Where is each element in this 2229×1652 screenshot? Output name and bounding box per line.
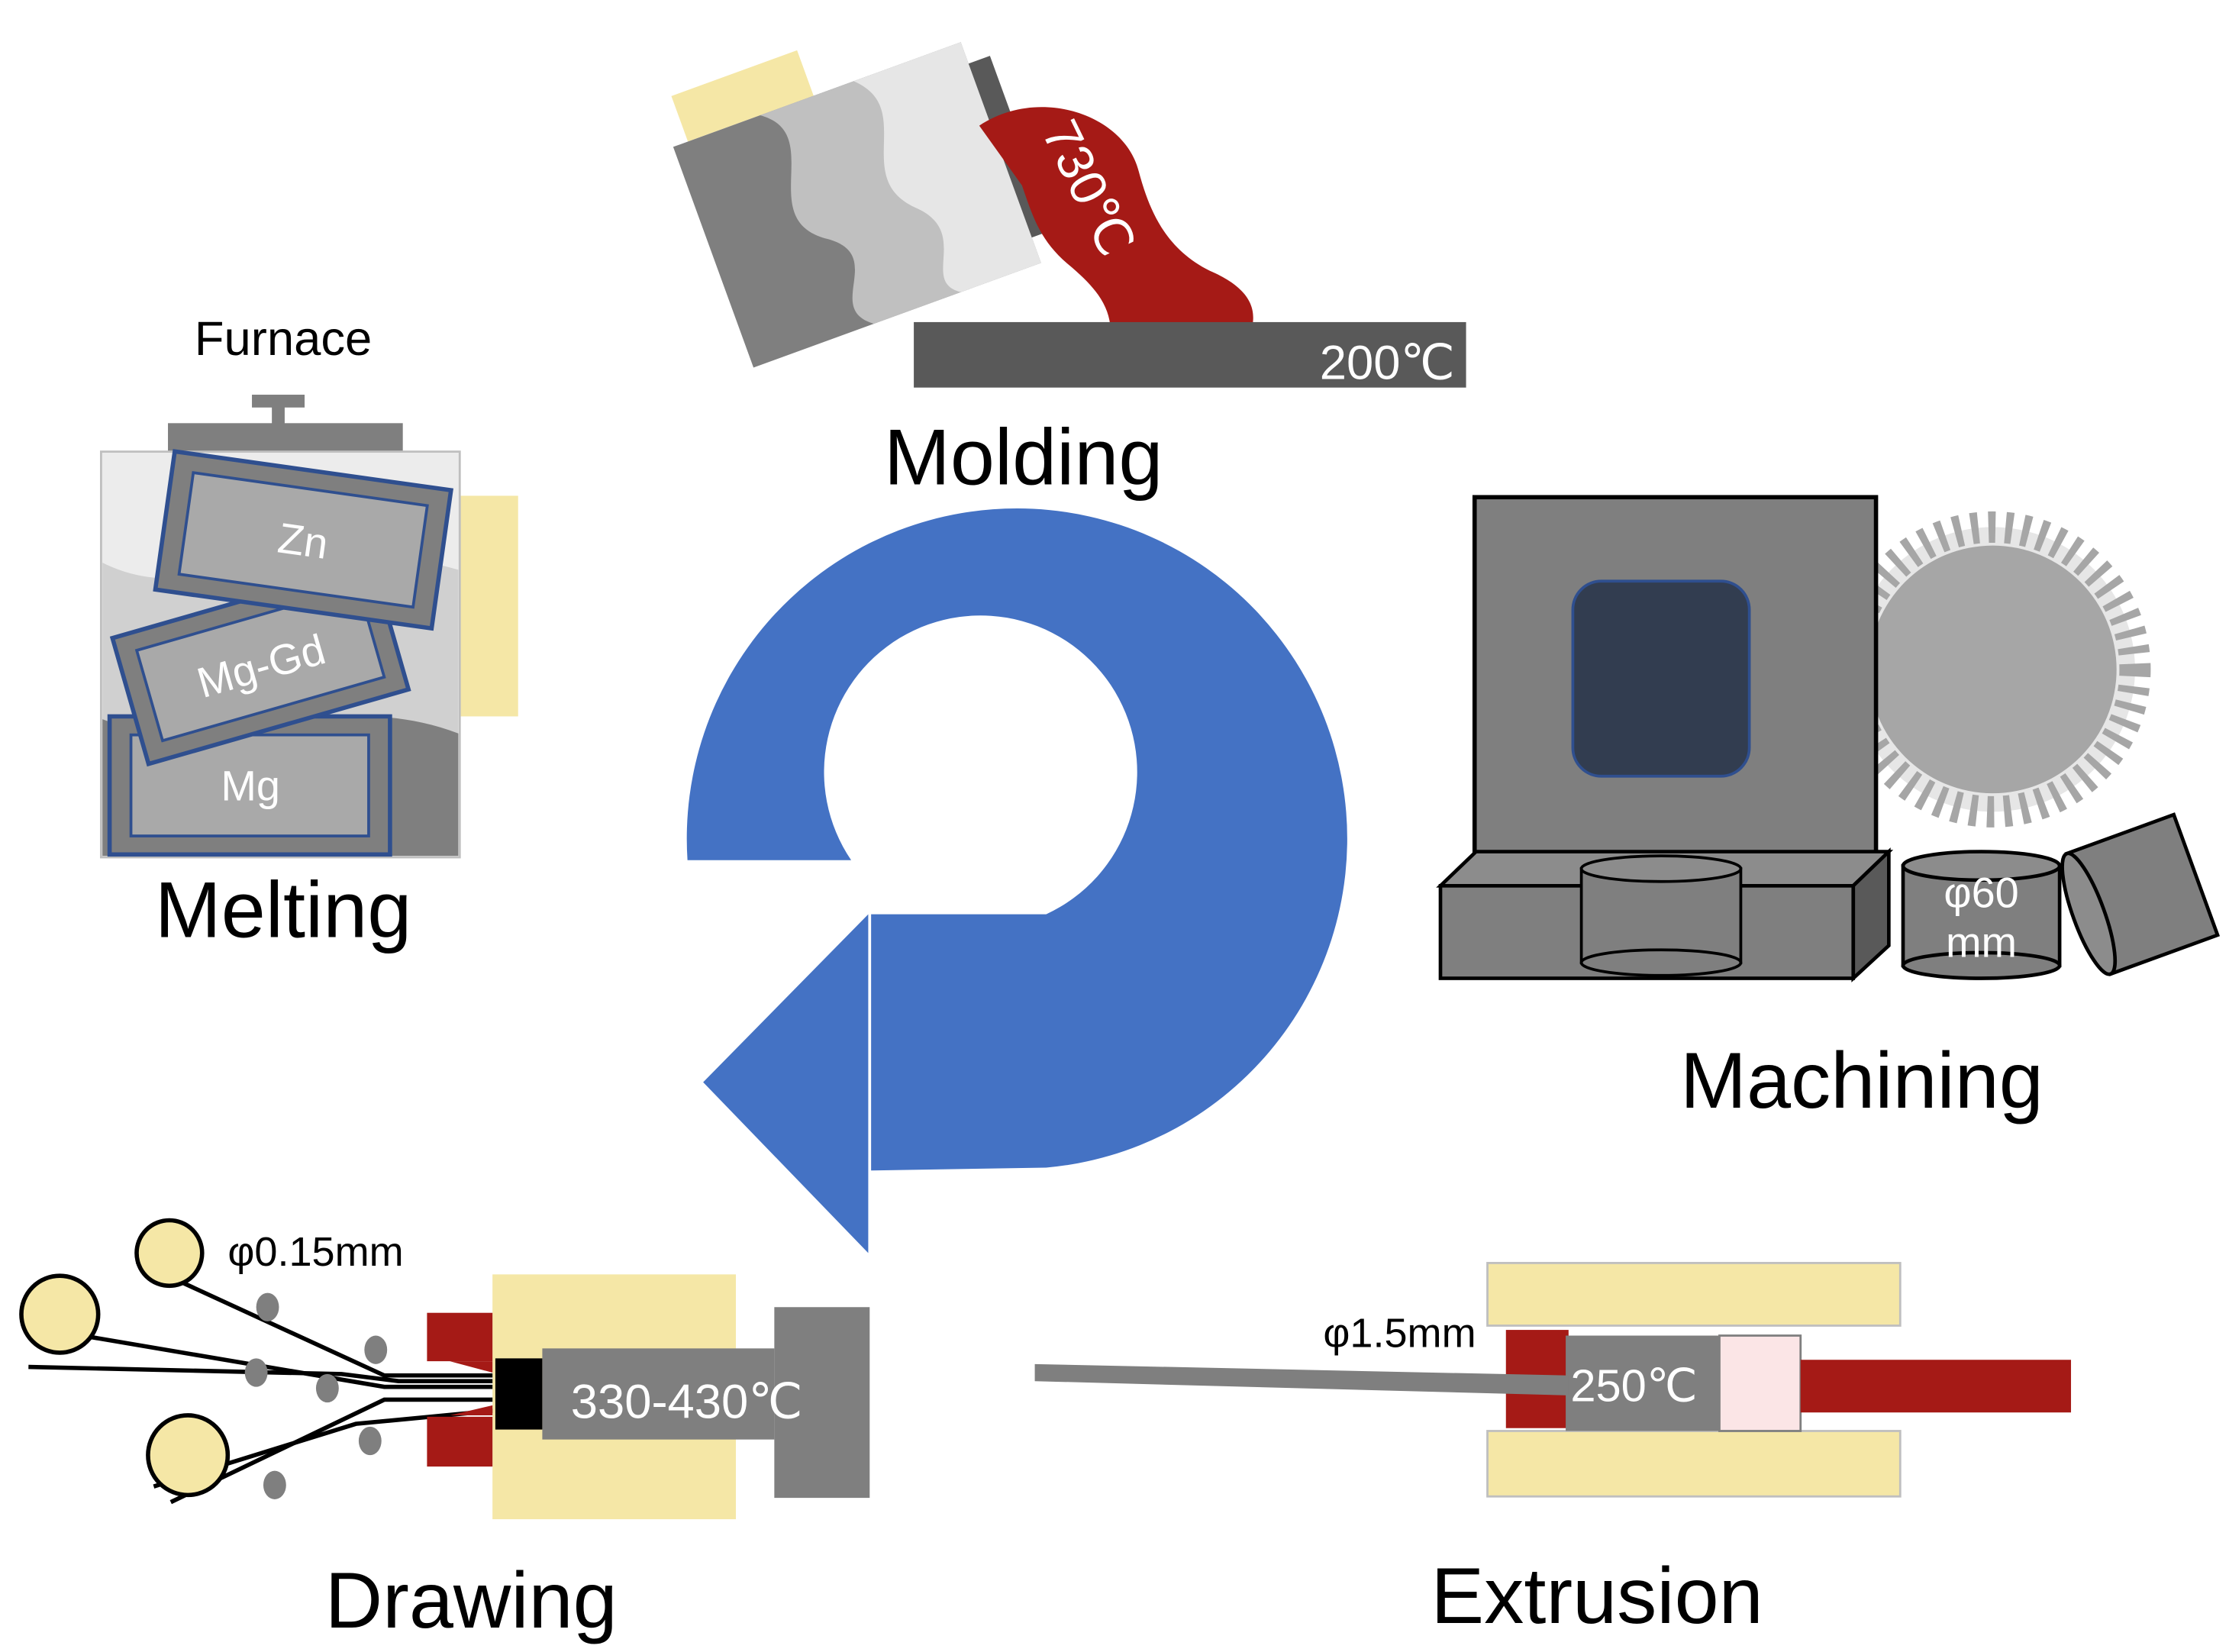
billet-diameter-value: φ60 <box>1944 868 2018 916</box>
extrusion-stage: φ1.5mm 250℃ Extrusion <box>1034 1262 2072 1641</box>
extrusion-billet <box>1566 1335 1720 1431</box>
furnace-lid-stem <box>272 405 285 425</box>
wire-paths <box>28 1260 506 1505</box>
workpiece-cylinder-top <box>1579 854 1743 883</box>
guide-roller <box>364 1335 388 1364</box>
furnace-label: Furnace <box>195 312 373 366</box>
drawing-die-top <box>427 1312 493 1362</box>
ingot-zn-inner <box>177 471 429 609</box>
extrusion-wire-diameter: φ1.5mm <box>1323 1310 1476 1356</box>
mold-temperature-label: 200℃ <box>1320 337 1455 390</box>
cut-billet-face <box>2060 851 2118 976</box>
crucible <box>671 42 1053 368</box>
extrusion-container-bottom <box>1486 1430 1902 1498</box>
crucible-lid <box>671 50 814 142</box>
wire-path-lower-b <box>169 1397 505 1505</box>
guide-roller <box>244 1358 268 1387</box>
pulley-group <box>19 1218 231 1498</box>
workpiece-cylinder-base <box>1579 948 1743 977</box>
pulley-icon <box>19 1273 101 1355</box>
drawing-die-tip-upper <box>450 1361 493 1373</box>
machined-billet: φ60 mm <box>1901 850 2062 980</box>
workpiece-cylinder <box>1579 854 1743 977</box>
billet-diameter-unit: mm <box>1946 918 2017 966</box>
extrusion-container-top <box>1486 1262 1902 1327</box>
drawing-wire-diameter: φ0.15mm <box>227 1229 403 1275</box>
molding-stage: 730℃ 200℃ Molding <box>671 42 1466 502</box>
pulley-icon <box>146 1413 231 1498</box>
guide-roller <box>256 1292 279 1321</box>
drawing-die-insert <box>495 1358 543 1430</box>
saw-blade-disc <box>1869 545 2117 794</box>
ingot-mg-label: Mg <box>221 761 280 809</box>
ingot-mg: Mg <box>107 714 392 857</box>
melting-stage: Furnace Mg Mg-Gd Zn Melting <box>99 312 518 954</box>
pulley-icon <box>134 1218 205 1289</box>
guide-roller <box>315 1373 339 1403</box>
ingot-zn-label: Zn <box>275 513 331 567</box>
cycle-arrow-body <box>686 508 1347 1171</box>
furnace-lid <box>168 423 403 452</box>
drawing-die <box>427 1312 493 1467</box>
machining-stage: φ60 mm Machining <box>1436 495 2221 1125</box>
extrusion-stage-label: Extrusion <box>1431 1551 1763 1641</box>
saw-blade-icon <box>1834 511 2151 828</box>
wire-path-middle <box>28 1364 505 1384</box>
wire-path-lower-a <box>56 1329 505 1389</box>
furnace-lid-handle <box>252 395 305 408</box>
machining-stage-label: Machining <box>1680 1036 2044 1125</box>
furnace-heater <box>458 495 518 717</box>
drawing-die-bottom <box>427 1416 493 1467</box>
guide-roller-group <box>244 1292 388 1499</box>
guide-roller <box>263 1470 286 1499</box>
machine-window <box>1571 579 1751 778</box>
machined-billet-base <box>1901 950 2062 980</box>
wire-path-upper <box>135 1260 505 1378</box>
guide-roller <box>358 1426 382 1456</box>
extruded-wire <box>1034 1363 1569 1395</box>
drawing-ram-head <box>774 1307 870 1499</box>
extrusion-dummy-block <box>1718 1334 1802 1432</box>
mold-plate <box>914 321 1466 388</box>
extrusion-temperature: 250℃ <box>1570 1360 1698 1411</box>
drawing-temperature: 330-430℃ <box>571 1376 803 1429</box>
melting-stage-label: Melting <box>155 865 412 954</box>
cycle-arrow-head <box>703 914 869 1254</box>
drawing-stage-label: Drawing <box>325 1556 618 1645</box>
molten-metal-stream <box>979 107 1253 325</box>
ingot-mg-gd-inner <box>134 585 386 743</box>
cycle-arrow-icon <box>686 508 1347 1254</box>
drawing-stage: φ0.15mm 330-430℃ Drawing <box>19 1218 870 1645</box>
machined-billet-top <box>1901 850 2062 882</box>
extrusion-ram <box>1800 1360 2072 1413</box>
drawing-ram-body <box>542 1348 775 1440</box>
molding-stage-label: Molding <box>884 412 1163 502</box>
ingot-zn: Zn <box>153 449 453 631</box>
crucible-band-lighter <box>853 42 1041 292</box>
cut-billet <box>2060 812 2221 976</box>
